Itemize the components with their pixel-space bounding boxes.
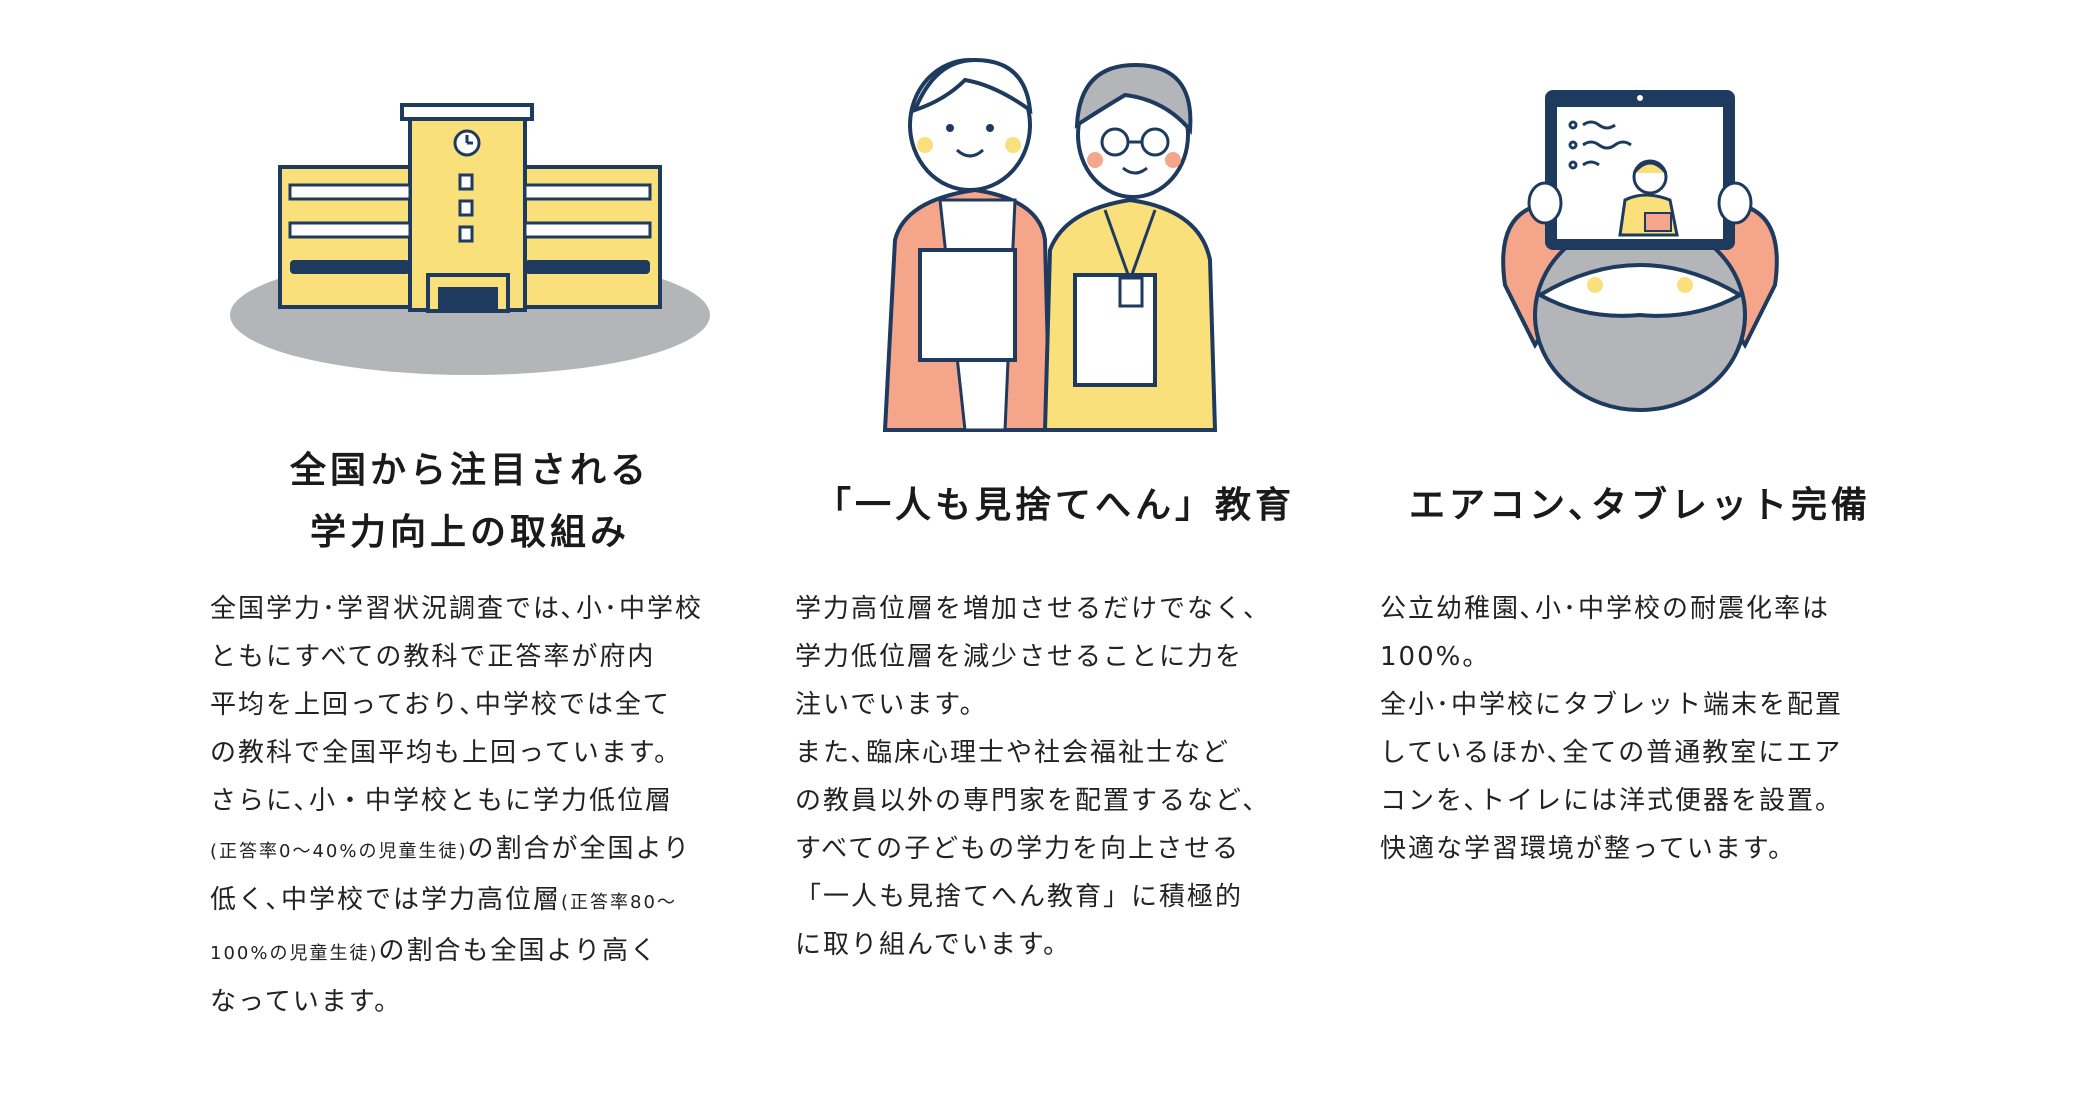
description-note: 100%の児童生徒) — [210, 943, 379, 964]
description-line: の教科で全国平均も上回っています。 — [210, 738, 683, 768]
description-note: (正答率0〜40%の児童生徒) — [210, 841, 468, 862]
description-line: さらに､小・中学校ともに学力低位層 — [210, 786, 674, 816]
description-line: 学力高位層を増加させるだけでなく、 — [795, 594, 1272, 624]
school-building-icon — [230, 103, 710, 375]
description-line: 「一人も見捨てへん教育」に積極的 — [795, 882, 1244, 912]
feature-title-line: 全国から注目される — [289, 450, 650, 491]
description-line: 注いでいます。 — [795, 690, 988, 720]
description-line: コンを､トイレには洋式便器を設置。 — [1380, 786, 1844, 816]
description-line: 100%。 — [1380, 642, 1491, 672]
feature-title-line: エアコン､タブレット完備 — [1408, 485, 1871, 526]
description-line: 快適な学習環境が整っています。 — [1380, 834, 1797, 864]
description-line: 低く､中学校では学力高位層(正答率80〜 — [210, 876, 730, 927]
description-line: 平均を上回っており､中学校では全て — [210, 690, 671, 720]
description-note: (正答率80〜 — [561, 892, 677, 913]
description-text: の割合も全国より高く — [378, 936, 658, 966]
description-line: (正答率0〜40%の児童生徒)の割合が全国より — [210, 825, 730, 876]
child-with-tablet-icon — [1501, 90, 1779, 412]
feature-title: 「一人も見捨てへん」教育 — [785, 475, 1325, 537]
feature-description: 全国学力･学習状況調査では､小･中学校 ともにすべての教科で正答率が府内 平均を… — [210, 585, 730, 1026]
description-line: の教員以外の専門家を配置するなど､ — [795, 786, 1259, 816]
description-text: の割合が全国より — [467, 834, 691, 864]
description-line: ともにすべての教科で正答率が府内 — [210, 642, 656, 672]
description-line: しているほか､全ての普通教室にエア — [1380, 738, 1843, 768]
description-text: 低く､中学校では学力高位層 — [210, 885, 562, 915]
feature-title: エアコン､タブレット完備 — [1370, 475, 1910, 537]
feature-description: 公立幼稚園､小･中学校の耐震化率は 100%。 全小･中学校にタブレット端末を配… — [1380, 585, 1900, 873]
description-line: 全小･中学校にタブレット端末を配置 — [1380, 690, 1844, 720]
feature-column-academic: 全国から注目される 学力向上の取組み 全国学力･学習状況調査では､小･中学校 と… — [200, 0, 740, 1094]
feature-title-line: 「一人も見捨てへん」教育 — [814, 485, 1295, 526]
feature-column-facilities: エアコン､タブレット完備 公立幼稚園､小･中学校の耐震化率は 100%。 全小･… — [1370, 0, 1910, 1094]
feature-column-education: 「一人も見捨てへん」教育 学力高位層を増加させるだけでなく、 学力低位層を減少さ… — [785, 0, 1325, 1094]
description-line: 全国学力･学習状況調査では､小･中学校 — [210, 594, 704, 624]
two-teachers-icon — [882, 57, 1218, 432]
description-line: 100%の児童生徒)の割合も全国より高く — [210, 927, 730, 978]
description-line: なっています。 — [210, 987, 403, 1017]
feature-title-line: 学力向上の取組み — [309, 512, 630, 553]
description-line: また､臨床心理士や社会福祉士など — [795, 738, 1231, 768]
description-line: すべての子どもの学力を向上させる — [795, 834, 1241, 864]
feature-description: 学力高位層を増加させるだけでなく、 学力低位層を減少させることに力を 注いでいま… — [795, 585, 1315, 969]
description-line: 学力低位層を減少させることに力を — [795, 642, 1244, 672]
description-line: に取り組んでいます。 — [795, 930, 1072, 960]
description-line: 公立幼稚園､小･中学校の耐震化率は — [1380, 594, 1831, 624]
feature-title: 全国から注目される 学力向上の取組み — [200, 440, 740, 564]
